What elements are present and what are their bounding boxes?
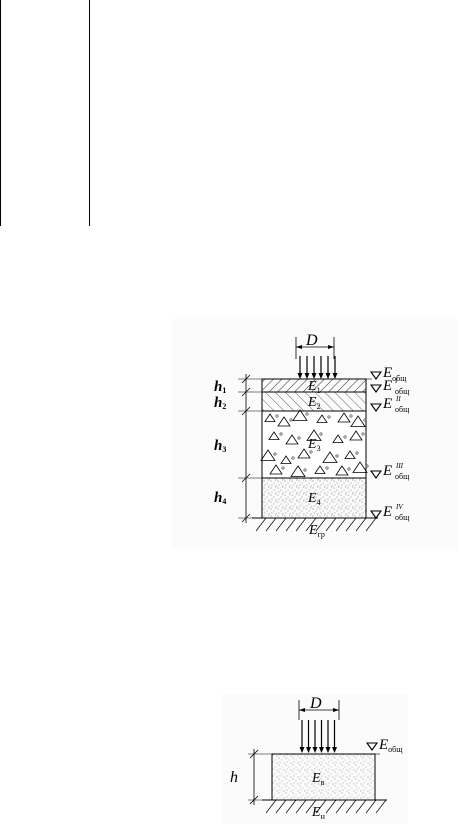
equivalent-layer-modulus: Eв xyxy=(311,771,325,787)
svg-text:E: E xyxy=(382,378,392,394)
subgrade-modulus: Eгр xyxy=(308,523,325,539)
subgrade-hatch xyxy=(252,517,378,532)
layer-3-aggregate xyxy=(260,409,369,477)
load-dimension: D xyxy=(295,332,335,359)
load-dimension-2: D xyxy=(298,695,340,720)
svg-text:E: E xyxy=(382,396,392,412)
svg-text:общ: общ xyxy=(395,472,409,481)
svg-text:IV: IV xyxy=(395,503,403,511)
layer-3-thickness: h3 xyxy=(214,438,226,454)
level-marker-0: Eобщ xyxy=(366,365,406,383)
layer-3-modulus: E3 xyxy=(307,437,321,453)
single-layer-svg: D Eв Eн h Eобщ xyxy=(230,695,402,821)
svg-text:III: III xyxy=(395,462,404,470)
svg-text:E: E xyxy=(382,504,392,520)
subgrade-hatch-2 xyxy=(262,799,387,814)
page-frame-right-line xyxy=(89,0,90,226)
svg-text:E: E xyxy=(382,463,392,479)
page-frame-left-line xyxy=(0,0,1,226)
load-diameter-label-2: D xyxy=(309,695,322,712)
level-marker-3: E III общ xyxy=(369,462,409,481)
layer-4-thickness: h4 xyxy=(214,490,226,506)
svg-text:Eобщ: Eобщ xyxy=(378,737,402,754)
svg-text:общ: общ xyxy=(395,405,409,414)
layer-thickness-2: h xyxy=(230,769,238,786)
single-layer-diagram: D Eв Eн h Eобщ xyxy=(222,694,408,824)
svg-text:Eобщ: Eобщ xyxy=(382,365,406,383)
load-arrows xyxy=(297,356,338,379)
multilayer-pavement-diagram: D E1 E2 E3 E4 Eгр h1 h2 h3 h4 Eобщ xyxy=(172,319,458,549)
layer-2-modulus: E2 xyxy=(307,395,321,411)
level-marker-1: E I общ xyxy=(369,377,409,396)
layer-4-modulus: E4 xyxy=(307,491,321,507)
layer-1-modulus: E1 xyxy=(307,379,321,395)
layer-1-thickness: h1 xyxy=(214,379,226,395)
svg-text:общ: общ xyxy=(395,387,409,396)
subgrade-modulus-2: Eн xyxy=(311,805,326,821)
thickness-dimensions xyxy=(238,374,262,523)
equivalent-layer xyxy=(271,753,376,801)
level-marker-top-2: Eобщ xyxy=(365,737,402,755)
layer-2-thickness: h2 xyxy=(214,395,226,411)
load-arrows-2 xyxy=(299,720,337,753)
level-marker-4: E IV общ xyxy=(369,503,409,522)
svg-text:II: II xyxy=(395,395,401,403)
thickness-dimension-2 xyxy=(248,749,272,805)
load-diameter-label: D xyxy=(305,332,318,349)
svg-text:I: I xyxy=(394,377,398,385)
svg-text:общ: общ xyxy=(395,513,409,522)
level-marker-2: E II общ xyxy=(369,395,409,414)
multilayer-pavement-svg: D E1 E2 E3 E4 Eгр h1 h2 h3 h4 Eобщ xyxy=(214,332,409,539)
